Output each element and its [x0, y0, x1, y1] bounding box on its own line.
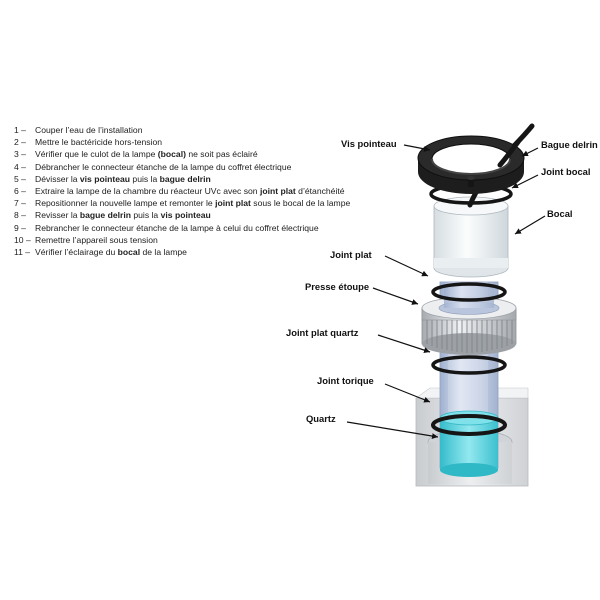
arrow-joint-plat	[384, 255, 429, 277]
step-number: 10 –	[14, 234, 31, 245]
step-text-bold: bocal	[117, 246, 141, 257]
label-vis-pointeau: Vis pointeau	[341, 138, 397, 149]
label-joint-plat-quartz: Joint plat quartz	[286, 327, 359, 338]
step-text-bold: vis pointeau	[79, 173, 131, 184]
step-number: 4 –	[14, 161, 26, 172]
step-number: 5 –	[14, 173, 26, 184]
joint-plat-ring	[431, 282, 507, 302]
step-number: 9 –	[14, 222, 26, 233]
step-text-bold: (bocal)	[157, 149, 186, 160]
label-bague-delrin: Bague delrin	[541, 139, 598, 150]
step-text-bold: joint plat	[215, 198, 251, 209]
joint-torique-ring	[431, 414, 507, 436]
lamp-cable-top	[497, 139, 521, 168]
arrow-presse-etoupe	[372, 287, 419, 305]
step-text-part: Vérifier que le culot de la lampe	[35, 149, 158, 160]
step-text: Revisser la bague delrin puis la vis poi…	[35, 209, 211, 221]
instruction-step: 5 – Dévisser la vis pointeau puis la bagu…	[14, 173, 364, 185]
step-text: Repositionner la nouvelle lampe et remon…	[35, 197, 350, 209]
step-text-bold: bague delrin	[79, 210, 131, 221]
arrow-joint-bocal	[511, 174, 539, 189]
label-joint-plat: Joint plat	[330, 249, 372, 260]
step-text-part: puis la	[130, 173, 160, 184]
instruction-step: 3 – Vérifier que le culot de la lampe (bo…	[14, 148, 364, 160]
step-text-part: de la lampe	[140, 246, 187, 257]
step-text-part: Mettre le bactéricide hors-tension	[35, 137, 163, 148]
step-text-part: sous le bocal de la lampe	[250, 198, 351, 209]
step-text: Mettre le bactéricide hors-tension	[35, 136, 162, 148]
step-text-part: Repositionner la nouvelle lampe et remon…	[35, 198, 216, 209]
step-number: 7 –	[14, 198, 26, 209]
step-text-part: ne soit pas éclairé	[185, 149, 258, 160]
step-text-part: Couper l’eau de l’installation	[35, 125, 143, 135]
step-text-part: Revisser la	[35, 210, 80, 221]
instruction-step: 2 – Mettre le bactéricide hors-tension	[14, 136, 364, 148]
arrow-quartz	[346, 421, 439, 439]
step-text: Dévisser la vis pointeau puis la bague d…	[35, 173, 211, 185]
step-text-part: Vérifier l’éclairage du	[35, 246, 118, 257]
instruction-step: 9 – Rebrancher le connecteur étanche de l…	[14, 222, 364, 234]
bocal-socket	[433, 196, 509, 278]
label-joint-bocal: Joint bocal	[541, 166, 590, 177]
step-text-part: Débrancher le connecteur étanche de la l…	[35, 161, 292, 172]
joint-plat-quartz-ring	[431, 355, 507, 375]
step-number: 3 –	[14, 149, 26, 160]
label-bocal: Bocal	[547, 208, 573, 219]
step-text-part: Extraire la lampe de la chambre du réact…	[35, 185, 260, 196]
step-text-bold: vis pointeau	[160, 210, 211, 221]
instruction-step: 8 – Revisser la bague delrin puis la vis …	[14, 209, 364, 221]
step-number: 2 –	[14, 137, 26, 148]
step-text-part: Remettre l’appareil sous tension	[35, 234, 158, 245]
quartz-tube-top	[444, 284, 494, 308]
label-presse-etoupe: Presse étoupe	[305, 281, 369, 292]
step-text: Extraire la lampe de la chambre du réact…	[35, 185, 345, 197]
step-text-part: Dévisser la	[35, 173, 80, 184]
instruction-step: 6 – Extraire la lampe de la chambre du ré…	[14, 185, 364, 197]
label-joint-torique: Joint torique	[317, 375, 374, 386]
step-text: Remettre l’appareil sous tension	[35, 234, 158, 246]
step-text: Couper l’eau de l’installation	[35, 124, 143, 136]
step-text: Rebrancher le connecteur étanche de la l…	[35, 222, 319, 234]
step-text: Vérifier l’éclairage du bocal de la lamp…	[35, 246, 187, 258]
instruction-step: 1 – Couper l’eau de l’installation	[14, 124, 364, 136]
instruction-step: 4 – Débrancher le connecteur étanche de l…	[14, 161, 364, 173]
step-number: 11 –	[14, 246, 31, 257]
step-number: 1 –	[14, 125, 26, 135]
bague-delrin-ring	[417, 135, 525, 194]
step-text-part: puis la	[130, 210, 161, 221]
step-text: Débrancher le connecteur étanche de la l…	[35, 161, 291, 173]
label-quartz: Quartz	[306, 413, 336, 424]
arrow-bocal	[514, 215, 546, 235]
step-text-bold: bague delrin	[159, 173, 211, 184]
arrow-bague-delrin	[521, 147, 539, 157]
step-text: Vérifier que le culot de la lampe (bocal…	[35, 148, 258, 160]
arrow-vis-pointeau	[403, 144, 431, 152]
arrow-joint-plat-quartz	[377, 334, 431, 353]
instruction-step: 10 – Remettre l’appareil sous tension	[14, 234, 364, 246]
instruction-step: 11 – Vérifier l’éclairage du bocal de la …	[14, 246, 364, 258]
step-text-part: Rebrancher le connecteur étanche de la l…	[35, 222, 319, 233]
instruction-step: 7 – Repositionner la nouvelle lampe et re…	[14, 197, 364, 209]
arrow-joint-torique	[384, 383, 431, 403]
vis-pointeau-screw	[467, 176, 475, 187]
step-number: 8 –	[14, 210, 26, 221]
step-text-part: d’étanchéité	[295, 185, 345, 196]
instructions-list: 1 – Couper l’eau de l’installation 2 – Mett…	[14, 124, 364, 258]
step-text-bold: joint plat	[259, 185, 296, 196]
step-number: 6 –	[14, 185, 26, 196]
